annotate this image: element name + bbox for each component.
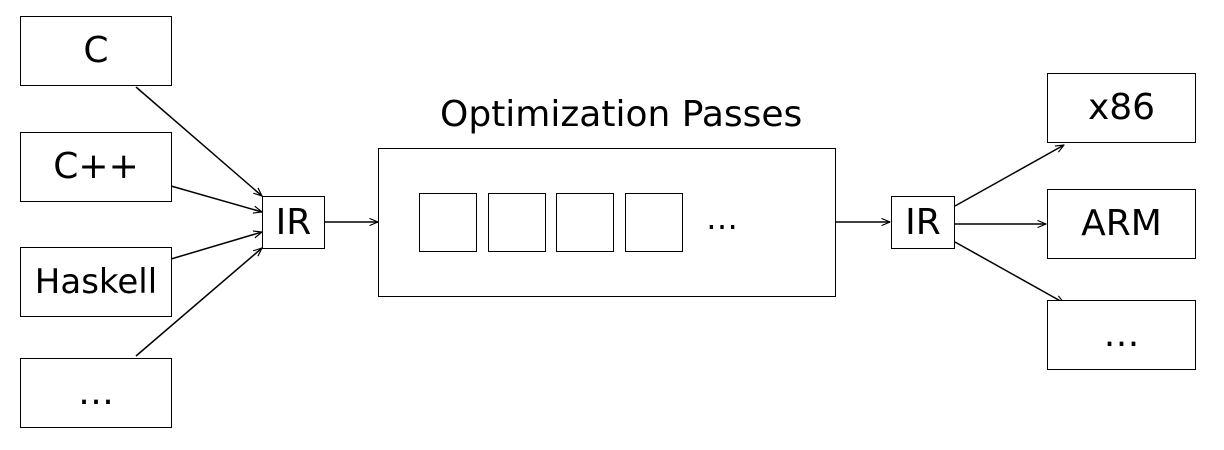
- pass-box: [419, 193, 477, 252]
- source-cpp-box: C++: [20, 132, 172, 202]
- source-more-box: …: [20, 358, 172, 428]
- ir-input-box: IR: [262, 196, 325, 249]
- edge-cpp-to-ir: [170, 185, 262, 212]
- target-x86-box: x86: [1047, 73, 1196, 143]
- edge-haskell-to-ir: [170, 232, 262, 260]
- edge-c-to-ir: [135, 86, 262, 196]
- source-haskell-box: Haskell: [20, 247, 172, 317]
- ir-output-box: IR: [891, 196, 955, 249]
- passes-ellipsis: …: [706, 199, 738, 237]
- edge-ir-to-more: [954, 241, 1064, 303]
- optimization-passes-title: Optimization Passes: [440, 94, 803, 135]
- target-more-box: …: [1047, 300, 1196, 370]
- pass-box: [556, 193, 614, 252]
- pass-box: [625, 193, 683, 252]
- source-c-box: C: [20, 16, 172, 86]
- pass-box: [488, 193, 546, 252]
- edge-ir-to-x86: [954, 145, 1064, 207]
- target-arm-box: ARM: [1047, 189, 1196, 259]
- edge-more-to-ir: [135, 248, 262, 357]
